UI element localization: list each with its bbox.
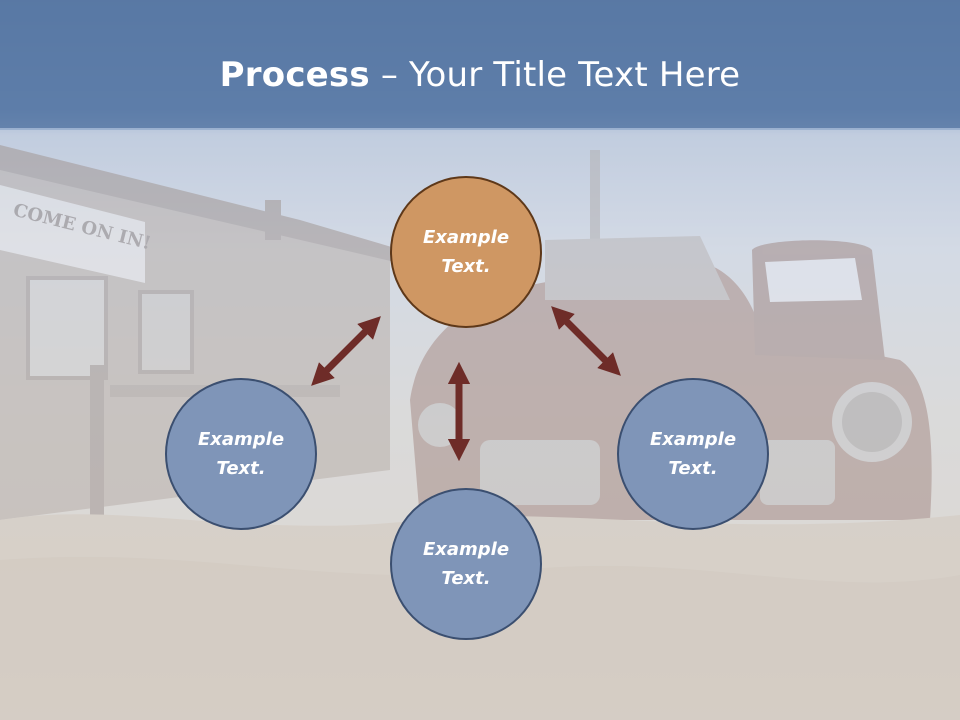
node-top-label: Example Text. <box>422 227 510 277</box>
node-top[interactable]: Example Text. <box>390 176 542 328</box>
node-right[interactable]: Example Text. <box>617 378 769 530</box>
node-bottom-label: Example Text. <box>422 539 510 589</box>
node-bottom[interactable]: Example Text. <box>390 488 542 640</box>
arrow-top-left <box>311 316 381 386</box>
title-bold: Process <box>219 55 370 95</box>
slide-title: Process – Your Title Text Here <box>0 52 960 98</box>
arrow-top-right <box>551 306 621 376</box>
title-dash: – <box>369 55 410 95</box>
node-right-label: Example Text. <box>649 429 737 479</box>
node-left-label: Example Text. <box>197 429 285 479</box>
title-rest: Your Title Text Here <box>409 55 741 95</box>
node-left[interactable]: Example Text. <box>165 378 317 530</box>
